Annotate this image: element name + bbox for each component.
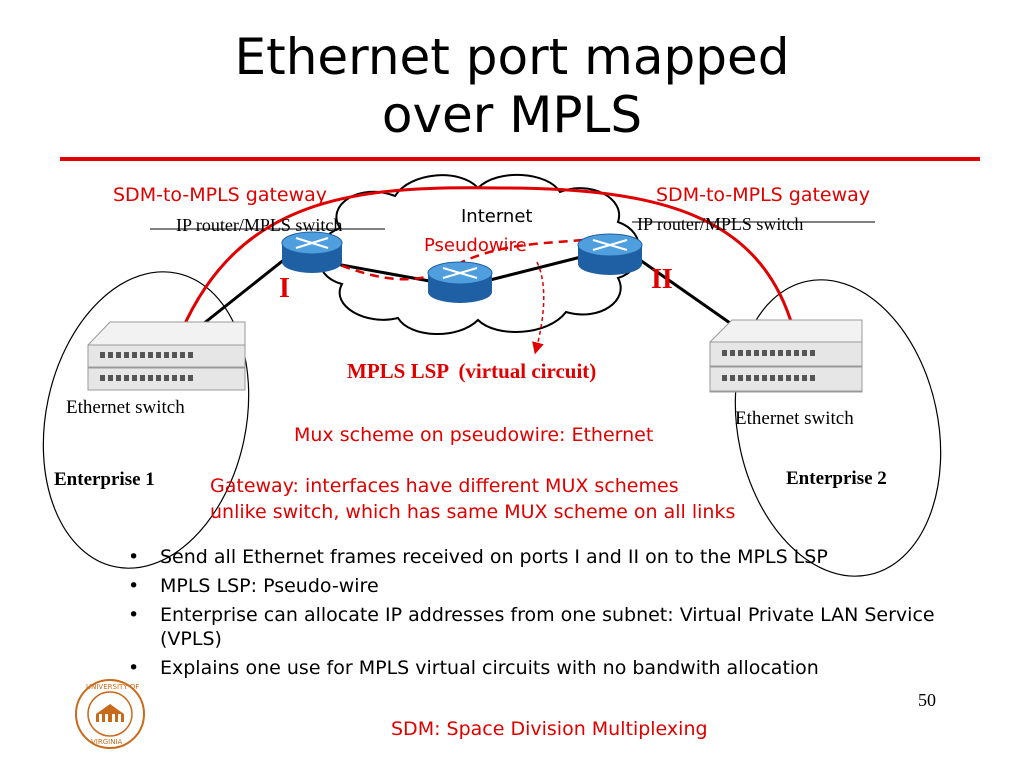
bullet-symbol: • (128, 657, 140, 679)
logo-text-top: UNIVERSITY OF (86, 683, 140, 691)
gateway-label-right: SDM-to-MPLS gateway (656, 184, 871, 206)
mpls-lsp-arc (180, 186, 795, 331)
mpls-lsp-label: MPLS LSP (virtual circuit) (347, 359, 597, 383)
ethernet-switch-right-label: Ethernet switch (735, 408, 854, 429)
enterprise-1-boundary (42, 271, 250, 569)
router-right-icon (577, 233, 643, 275)
bullet-item: • MPLS LSP: Pseudo-wire (128, 574, 988, 598)
internet-label: Internet (461, 206, 533, 227)
port-label-left: I (279, 273, 290, 304)
ethernet-switch-right-icon (709, 319, 863, 393)
page-number: 50 (918, 690, 936, 710)
mux-scheme-note: Mux scheme on pseudowire: Ethernet (294, 424, 654, 446)
pseudowire-pointer-arrow (532, 261, 545, 355)
bullet-text: Enterprise can allocate IP addresses fro… (160, 604, 935, 650)
gateway-label-left: SDM-to-MPLS gateway (113, 184, 328, 206)
ethernet-switch-left-label: Ethernet switch (66, 397, 185, 418)
link-switch1-router1 (197, 253, 291, 330)
bullet-item: • Enterprise can allocate IP addresses fr… (128, 603, 988, 651)
enterprise-2-boundary (734, 279, 942, 577)
university-logo (75, 679, 145, 749)
port-label-right: II (651, 264, 673, 295)
bullet-list: • Send all Ethernet frames received on po… (128, 545, 988, 685)
link-router-mid-router2 (489, 254, 586, 282)
ethernet-switch-left-icon (87, 321, 246, 391)
title-underline (60, 157, 980, 161)
title-line-2: over MPLS (381, 86, 643, 144)
logo-text-bottom: VIRGINIA (91, 738, 123, 746)
enterprise-1-label: Enterprise 1 (54, 469, 155, 490)
enterprise-2-label: Enterprise 2 (786, 468, 887, 489)
bullet-symbol: • (128, 575, 140, 597)
gateway-note-line-1: Gateway: interfaces have different MUX s… (210, 475, 679, 497)
bullet-text: Send all Ethernet frames received on por… (160, 546, 828, 568)
bullet-item: • Send all Ethernet frames received on po… (128, 545, 988, 569)
slide-title: Ethernet port mapped over MPLS (0, 28, 1024, 144)
router-left-icon (281, 231, 343, 273)
pseudowire-label: Pseudowire (424, 235, 527, 256)
bullet-symbol: • (128, 546, 140, 568)
footer-note: SDM: Space Division Multiplexing (391, 718, 708, 740)
title-line-1: Ethernet port mapped (234, 28, 790, 86)
router-label-right: IP router/MPLS switch (637, 214, 804, 234)
gateway-note-line-2: unlike switch, which has same MUX scheme… (210, 501, 736, 523)
bullet-item: • Explains one use for MPLS virtual circu… (128, 656, 988, 680)
bullet-text: MPLS LSP: Pseudo-wire (160, 575, 379, 597)
bullet-text: Explains one use for MPLS virtual circui… (160, 657, 819, 679)
bullet-symbol: • (128, 604, 140, 626)
internet-cloud (317, 173, 641, 335)
router-middle-icon (427, 261, 493, 303)
link-router2-switch2 (639, 258, 741, 332)
router-label-left: IP router/MPLS switch (176, 215, 343, 235)
